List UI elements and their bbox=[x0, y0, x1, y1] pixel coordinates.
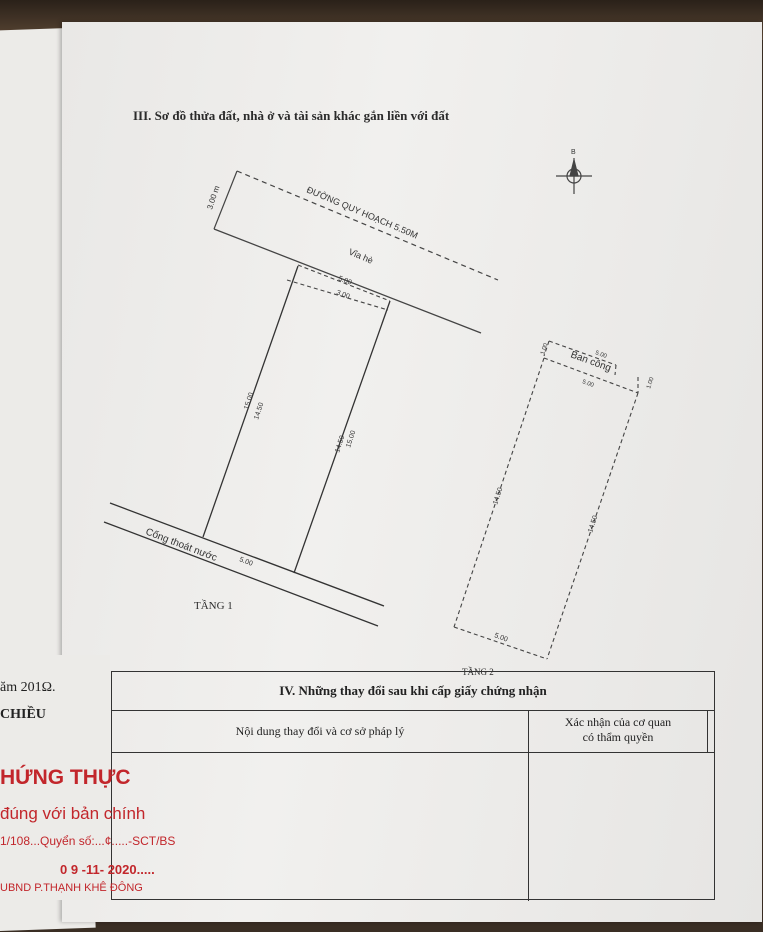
document-page bbox=[62, 22, 762, 922]
plot-right-inner: 14.50 bbox=[334, 435, 346, 454]
stamp-title: HỨNG THỰC bbox=[0, 766, 131, 789]
floor-2-outline bbox=[453, 340, 639, 660]
drain-line-bottom bbox=[103, 521, 379, 627]
section-4-title: IV. Những thay đổi sau khi cấp giấy chứn… bbox=[112, 672, 714, 711]
land-plot-diagram: B 3.00 m ĐƯỜNG QUY HOẠCH 5.50M Vỉa hè 5.… bbox=[103, 149, 656, 677]
f2-left-dim: 14.50 bbox=[492, 487, 504, 506]
section-3-title: III. Sơ đồ thửa đất, nhà ở và tài sản kh… bbox=[133, 108, 450, 123]
stamp-book-number: 1/108...Quyển số:...¢.....-SCT/BS bbox=[0, 834, 176, 848]
plot-top-outer: 5.00 bbox=[337, 275, 352, 286]
road-line bbox=[236, 170, 499, 281]
plot-right-outer: 15.00 bbox=[345, 430, 357, 449]
road-width-line bbox=[213, 170, 238, 230]
plot-bottom: 5.00 bbox=[238, 556, 253, 567]
stamp-subtitle: đúng với bản chính bbox=[0, 804, 146, 823]
col-header-confirm-line1: Xác nhận của cơ quan bbox=[564, 715, 672, 729]
compass-icon bbox=[556, 158, 592, 194]
stamp-date: 0 9 -11- 2020..... bbox=[60, 862, 155, 877]
table-header-row: Nội dung thay đổi và cơ sở pháp lý Xác n… bbox=[112, 710, 714, 753]
column-divider bbox=[528, 710, 529, 901]
left-year-text: ăm 201Ω. bbox=[0, 680, 56, 695]
floor-2-label: TẦNG 2 bbox=[462, 667, 494, 677]
drain-line-top bbox=[109, 502, 385, 607]
col-header-content: Nội dung thay đổi và cơ sở pháp lý bbox=[235, 724, 405, 738]
floor-1-label: TẦNG 1 bbox=[194, 599, 233, 612]
sidewalk-label: Vỉa hè bbox=[347, 247, 374, 266]
col-header-confirm: Xác nhận của cơ quan có thẩm quyền bbox=[529, 715, 707, 745]
road-width-label: 3.00 m bbox=[205, 184, 221, 210]
left-page-bottom bbox=[0, 655, 110, 900]
f2-left-side: 1.00 bbox=[540, 342, 550, 356]
f2-top-inner: 5.00 bbox=[581, 379, 595, 389]
sidewalk-line bbox=[213, 228, 482, 334]
plot-left-inner: 14.50 bbox=[253, 402, 265, 421]
north-label: B bbox=[571, 149, 576, 156]
f2-bottom-dim: 5.00 bbox=[493, 632, 508, 643]
plot-left-outer: 15.00 bbox=[243, 392, 255, 411]
f2-right-side: 1.00 bbox=[646, 376, 656, 390]
f2-top-outer: 5.00 bbox=[594, 350, 608, 360]
left-chieu-text: CHIỀU bbox=[0, 707, 46, 722]
changes-table: IV. Những thay đổi sau khi cấp giấy chứn… bbox=[111, 671, 715, 901]
col-header-confirm-line2: có thẩm quyền bbox=[582, 730, 654, 744]
plot-top-inner: 3.00 bbox=[335, 289, 350, 300]
drain-label: Cống thoát nước bbox=[144, 526, 219, 564]
stamp-authority: UBND P.THẠNH KHÊ ĐÔNG bbox=[0, 882, 143, 894]
road-name: ĐƯỜNG QUY HOẠCH 5.50M bbox=[305, 185, 419, 241]
f2-right-dim: 14.50 bbox=[587, 515, 599, 534]
header-right-divider bbox=[707, 710, 708, 752]
